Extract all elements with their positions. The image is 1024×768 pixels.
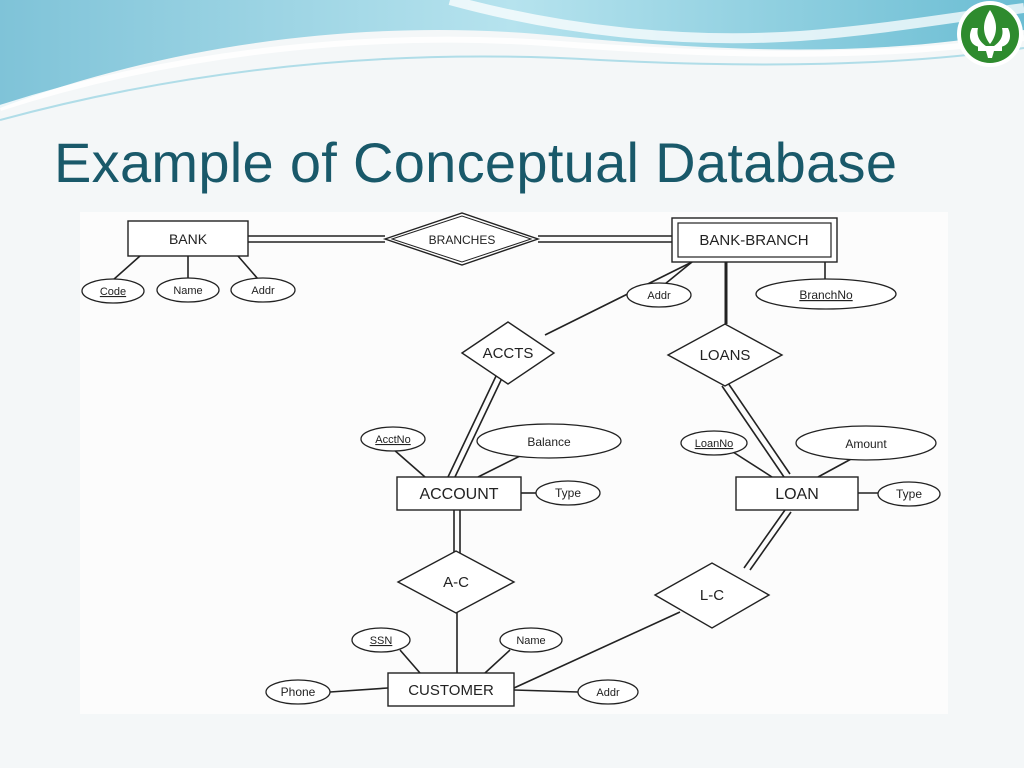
attribute-bank-addr-label: Addr — [251, 285, 275, 297]
attribute-loan-type: Type — [877, 481, 941, 507]
attribute-acct-type-label: Type — [555, 486, 581, 500]
relationship-l-c: L-C — [653, 562, 771, 629]
line-bank-addr — [237, 255, 259, 280]
attribute-phone: Phone — [265, 679, 331, 705]
attribute-balance-label: Balance — [527, 435, 571, 449]
attribute-acct-no: AcctNo — [360, 426, 426, 452]
attribute-phone-label: Phone — [281, 685, 316, 699]
line-loans-loan — [721, 382, 791, 478]
line-branch-addr — [664, 261, 693, 285]
line-ssn — [399, 649, 421, 674]
line-account-ac — [453, 510, 461, 553]
attribute-cust-name-label: Name — [516, 635, 545, 647]
attribute-branch-addr: Addr — [626, 282, 692, 308]
attribute-bank-addr: Addr — [230, 277, 296, 303]
line-acct-no — [392, 448, 426, 478]
attribute-cust-addr-label: Addr — [596, 687, 620, 699]
relationship-loans-label: LOANS — [700, 347, 751, 364]
relationship-branches: BRANCHES — [382, 212, 541, 266]
attribute-cust-name: Name — [499, 627, 563, 653]
line-accts-account — [447, 373, 504, 480]
attribute-branch-no: BranchNo — [755, 278, 897, 310]
relationship-accts: ACCTS — [460, 321, 556, 385]
attribute-cust-addr: Addr — [577, 679, 639, 705]
attribute-branch-addr-label: Addr — [647, 290, 671, 302]
entity-bank-branch: BANK-BRANCH — [671, 217, 838, 263]
line-bank-code — [112, 255, 141, 281]
entity-bank-branch-label: BANK-BRANCH — [699, 232, 808, 249]
entity-customer-label: CUSTOMER — [408, 682, 494, 699]
slide-title: Example of Conceptual Database — [54, 131, 898, 194]
attribute-bank-name: Name — [156, 277, 220, 303]
entity-bank-label: BANK — [169, 231, 208, 247]
line-loan-no — [732, 451, 773, 478]
entity-customer: CUSTOMER — [387, 672, 515, 707]
attribute-loan-no-label: LoanNo — [695, 438, 734, 450]
fleur-de-lis-icon — [957, 1, 1023, 67]
relationship-branches-label: BRANCHES — [429, 233, 496, 247]
relationship-accts-label: ACCTS — [483, 345, 534, 362]
line-loan-lc — [743, 509, 792, 571]
header-wave — [0, 0, 1024, 121]
line-phone — [329, 687, 389, 693]
relationship-a-c: A-C — [396, 550, 516, 614]
entity-loan-label: LOAN — [775, 486, 819, 503]
entity-loan: LOAN — [735, 476, 859, 511]
attribute-branch-no-label: BranchNo — [799, 288, 853, 302]
attribute-amount: Amount — [795, 425, 937, 461]
attribute-acct-no-label: AcctNo — [375, 434, 410, 446]
attribute-loan-type-label: Type — [896, 487, 922, 501]
attribute-loan-no: LoanNo — [680, 430, 748, 456]
attribute-balance: Balance — [476, 423, 622, 459]
relationship-a-c-label: A-C — [443, 574, 469, 591]
line-bank-branch-accts — [544, 261, 693, 336]
entity-account-label: ACCOUNT — [419, 486, 498, 503]
entity-bank: BANK — [127, 220, 249, 257]
attribute-acct-type: Type — [535, 480, 601, 506]
line-balance — [477, 455, 521, 478]
line-amount — [817, 457, 854, 478]
attribute-amount-label: Amount — [845, 437, 887, 451]
line-branches-bank-branch — [538, 235, 672, 243]
attribute-ssn: SSN — [351, 627, 411, 653]
attribute-ssn-label: SSN — [370, 635, 393, 647]
entity-account: ACCOUNT — [396, 476, 522, 511]
line-lc-customer — [513, 611, 681, 689]
relationship-loans: LOANS — [666, 323, 784, 387]
line-bank-branches — [248, 235, 385, 243]
attribute-bank-code: Code — [81, 278, 145, 304]
attribute-bank-code-label: Code — [100, 286, 126, 298]
relationship-l-c-label: L-C — [700, 587, 724, 604]
attribute-bank-name-label: Name — [173, 285, 202, 297]
line-cust-name — [484, 649, 511, 674]
line-cust-addr — [513, 689, 579, 693]
